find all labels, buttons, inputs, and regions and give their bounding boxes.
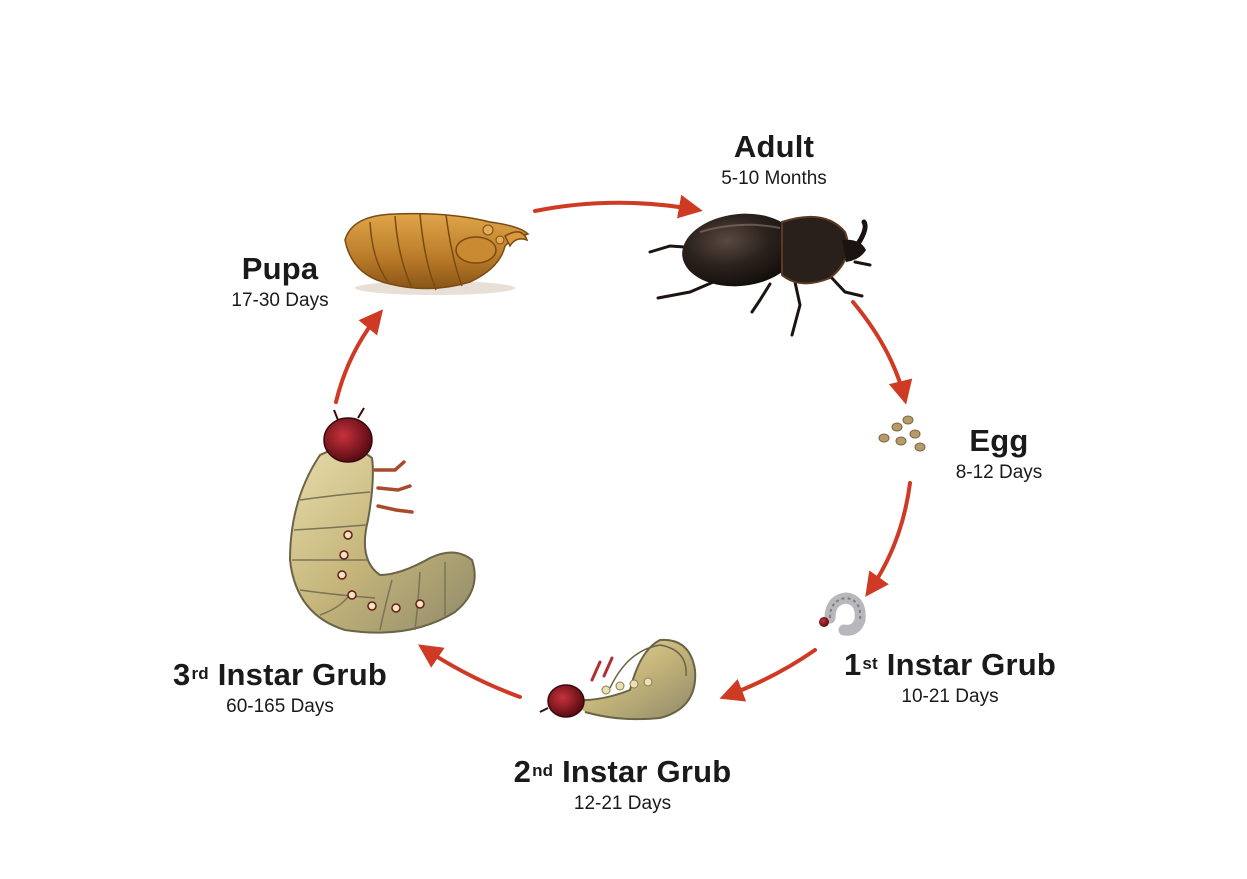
rhinoceros-beetle-icon — [648, 213, 872, 337]
arrow-pupa-to-adult — [533, 194, 703, 219]
pupa-icon — [344, 212, 530, 295]
stage-name-adult: Adult — [733, 129, 815, 164]
stage-duration-egg: 8-12 Days — [955, 462, 1043, 483]
stage-name-second-instar: 2nd Instar Grub — [513, 754, 732, 789]
stage-duration-third-instar: 60-165 Days — [226, 696, 334, 717]
stage-name-pupa: Pupa — [241, 251, 319, 286]
arrow-third-to-pupa — [334, 309, 384, 404]
arrow-adult-to-egg — [851, 300, 913, 405]
stage-duration-second-instar: 12-21 Days — [573, 793, 672, 814]
stage-name-first-instar: 1st Instar Grub — [843, 647, 1057, 682]
medium-grub-icon — [539, 638, 697, 721]
cycle-arrows — [334, 194, 913, 702]
stage-label-first-instar: 1st Instar Grub 10-21 Days — [830, 648, 1070, 709]
arrow-second-to-third — [418, 644, 522, 699]
stage-duration-adult: 5-10 Months — [721, 168, 827, 189]
stage-label-second-instar: 2nd Instar Grub 12-21 Days — [500, 755, 745, 816]
arrow-first-to-second — [719, 648, 817, 702]
stage-name-third-instar: 3rd Instar Grub — [173, 657, 387, 692]
stage-duration-pupa: 17-30 Days — [231, 290, 329, 311]
stage-name-egg: Egg — [969, 423, 1029, 458]
small-grub-icon — [819, 592, 866, 636]
stage-duration-first-instar: 10-21 Days — [901, 686, 999, 707]
arrow-egg-to-first — [865, 481, 912, 597]
large-grub-icon — [288, 407, 476, 634]
stage-label-egg: Egg 8-12 Days — [914, 424, 1084, 485]
eggs-icon — [878, 415, 926, 452]
stage-label-adult: Adult 5-10 Months — [674, 130, 874, 191]
stage-label-pupa: Pupa 17-30 Days — [200, 252, 360, 313]
stage-label-third-instar: 3rd Instar Grub 60-165 Days — [160, 658, 400, 719]
